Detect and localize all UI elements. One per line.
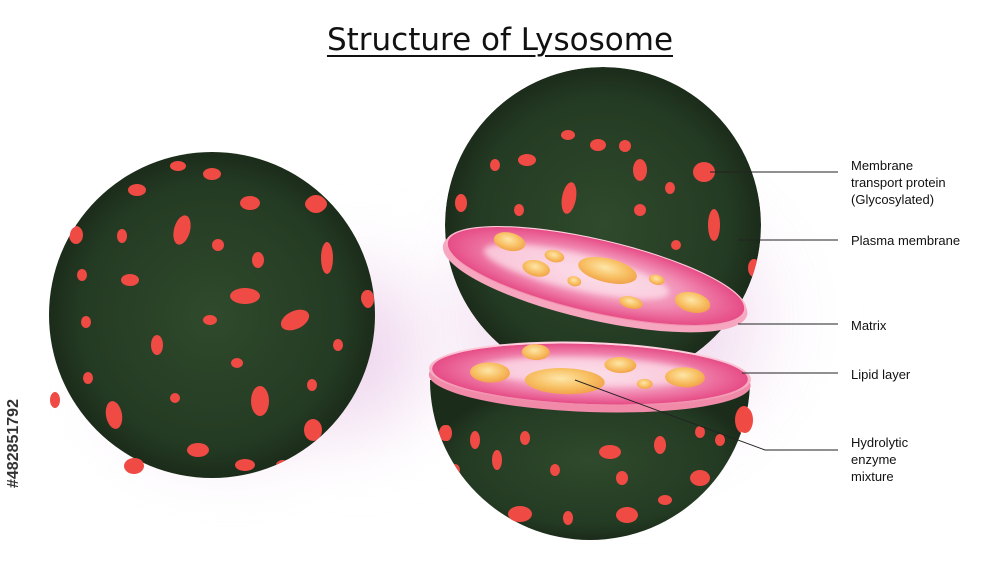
upper-matrix (447, 227, 745, 325)
lower-hemisphere (428, 341, 753, 540)
stock-image-id: #482851792 (5, 399, 22, 488)
label-transport-protein: Membrane transport protein (Glycosylated… (851, 157, 946, 208)
label-lipid-layer: Lipid layer (851, 367, 911, 382)
diagram-title: Structure of Lysosome (326, 22, 674, 58)
label-line: Hydrolytic (851, 435, 909, 450)
enzyme-granules-lower (470, 344, 705, 395)
sectioned-lysosome (428, 67, 761, 540)
label-line: transport protein (851, 175, 946, 190)
label-enzyme-mixture: Hydrolytic enzyme mixture (851, 434, 908, 485)
leader-lines (574, 171, 838, 451)
label-line: Membrane (851, 158, 914, 173)
edge-proteins (50, 195, 374, 474)
label-plasma-membrane: Plasma membrane (851, 233, 961, 248)
label-line: (Glycosylated) (851, 192, 935, 207)
label-line: enzyme (851, 452, 897, 467)
label-matrix: Matrix (851, 318, 887, 333)
enzyme-granules-upper (493, 232, 711, 313)
upper-hemisphere (442, 67, 761, 383)
label-line: mixture (851, 469, 894, 484)
lower-matrix (432, 343, 748, 405)
whole-lysosome (49, 152, 375, 478)
